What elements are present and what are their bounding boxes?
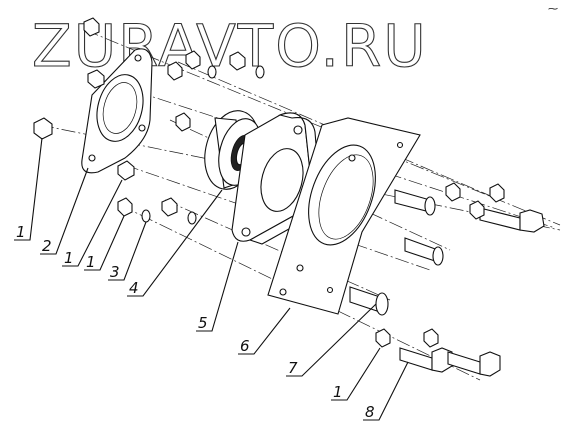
- callout-4: 4: [129, 279, 139, 297]
- callout-1b: 1: [64, 249, 74, 267]
- corner-mark: ⁓: [548, 4, 558, 15]
- countersunk-bolts: [349, 189, 444, 316]
- callout-2: 2: [42, 237, 52, 255]
- callout-1c: 1: [86, 253, 96, 271]
- washers: [141, 65, 265, 225]
- callout-1a: 1: [16, 223, 26, 241]
- hex-nuts: [33, 17, 505, 348]
- flange-plate: [81, 48, 153, 174]
- callout-8: 8: [365, 403, 375, 421]
- callout-6: 6: [240, 337, 250, 355]
- callout-1d: 1: [333, 383, 343, 401]
- mounting-plate: [267, 117, 421, 315]
- leader-lines: [14, 137, 409, 421]
- hex-head-bolts: [399, 207, 545, 377]
- callout-5: 5: [198, 314, 208, 332]
- callout-7: 7: [288, 359, 298, 377]
- callout-labels: 1 2 1 1 3 4 5 6 7 1 8: [16, 223, 375, 421]
- callout-3: 3: [110, 263, 120, 281]
